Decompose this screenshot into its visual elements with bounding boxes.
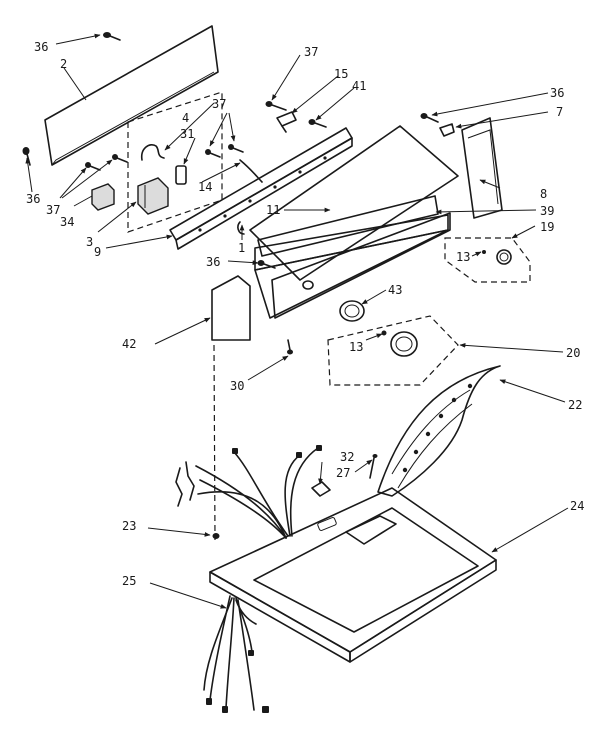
callout-36-lower: 36 (206, 255, 220, 269)
leader-lines (25, 33, 569, 609)
drop-line-42-to-23 (213, 344, 216, 541)
callout-36-top: 36 (34, 40, 48, 54)
callout-labels: 36 2 37 15 41 36 7 37 4 31 36 37 14 34 3… (26, 40, 584, 588)
bezel-ring-part-43 (339, 300, 365, 322)
harness-part-25 (203, 595, 269, 713)
screw-part-27 (369, 454, 378, 479)
callout-37-left: 37 (46, 203, 60, 217)
callout-42: 42 (122, 337, 136, 351)
mounting-bracket-part-9 (169, 127, 353, 250)
callout-23: 23 (122, 519, 136, 533)
screw-36-top (103, 32, 121, 41)
screw-30 (287, 339, 293, 355)
terminal-block-group-outline (127, 91, 223, 233)
callout-15: 15 (334, 67, 348, 81)
callout-1: 1 (238, 241, 245, 255)
callout-39: 39 (540, 204, 554, 218)
callout-36-left: 36 (26, 192, 40, 206)
callout-3: 3 (86, 235, 93, 249)
callout-31: 31 (180, 127, 194, 141)
callout-11: 11 (266, 203, 280, 217)
rear-panel-part-2 (44, 25, 219, 166)
knob-part-20 (381, 330, 418, 357)
knob-assembly-20-outline (327, 315, 459, 386)
callout-8: 8 (540, 187, 547, 201)
harness-wires-upper (175, 445, 322, 539)
callout-20: 20 (566, 346, 580, 360)
screw-37-mid (205, 144, 244, 158)
screw-36-lower (257, 260, 276, 269)
wire-harness-part-14 (239, 159, 263, 183)
callout-25: 25 (122, 574, 136, 588)
screw-37-left (85, 154, 128, 171)
callout-37-mid: 37 (212, 97, 226, 111)
wire-part-1 (237, 221, 245, 235)
control-console (249, 125, 459, 319)
callout-41: 41 (352, 79, 366, 93)
screws (22, 32, 439, 355)
callout-14: 14 (198, 180, 212, 194)
callout-36-right: 36 (550, 86, 564, 100)
screw-37-top (265, 101, 287, 111)
relay-part-34 (91, 183, 115, 211)
callout-13-upper: 13 (456, 250, 470, 264)
fastener-part-23 (212, 533, 220, 539)
clip-part-32 (311, 481, 331, 497)
callout-13-lower: 13 (349, 340, 363, 354)
callout-30: 30 (230, 379, 244, 393)
callout-9: 9 (94, 245, 101, 259)
callout-32: 32 (340, 450, 354, 464)
callout-27: 27 (336, 466, 350, 480)
callout-24: 24 (570, 499, 584, 513)
end-cap-part-42 (211, 275, 251, 341)
callout-22: 22 (568, 398, 582, 412)
callout-43: 43 (388, 283, 402, 297)
callout-2: 2 (60, 57, 67, 71)
top-cover-part-24 (209, 487, 497, 663)
switch-part-3 (137, 177, 169, 215)
callout-4: 4 (182, 111, 189, 125)
screw-36-left (22, 147, 31, 166)
knob-part-19 (482, 249, 512, 265)
callout-37-top: 37 (304, 45, 318, 59)
terminal-part-31 (175, 165, 187, 185)
jumper-wire-part-4 (140, 144, 165, 161)
clip-part-7 (439, 123, 455, 137)
end-plate-part-8 (461, 117, 503, 219)
screw-41 (308, 119, 327, 128)
clip-part-15 (276, 111, 297, 133)
callout-7: 7 (556, 105, 563, 119)
screw-36-right (420, 113, 439, 123)
callout-19: 19 (540, 220, 554, 234)
callout-34: 34 (60, 215, 74, 229)
harness-part-22 (377, 365, 501, 497)
